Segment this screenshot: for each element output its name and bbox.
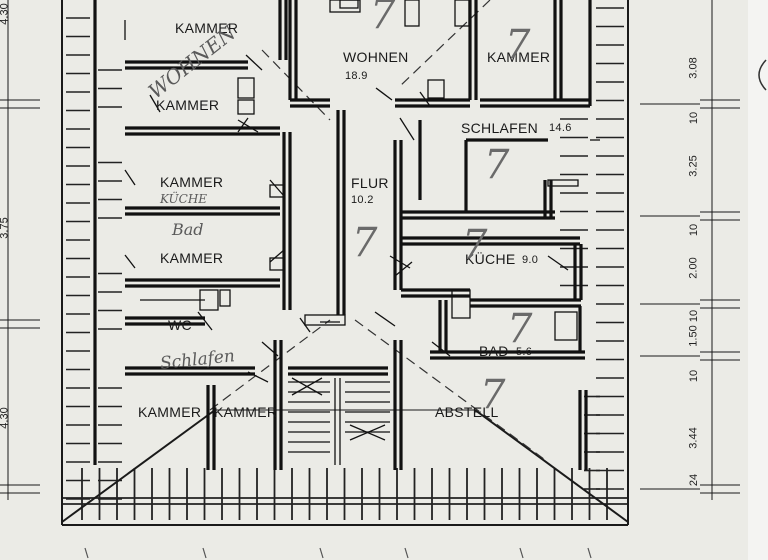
room-label-kammer-1: KAMMER: [175, 20, 239, 36]
left-roof-hatching: [66, 17, 122, 500]
dimension-left-2: 3.75: [0, 217, 11, 239]
room-label-wc: WC: [168, 317, 192, 333]
dimension-right-2: 10: [688, 111, 701, 125]
dimension-right-7: 1.50: [687, 325, 700, 347]
room-area-schlafen: 14.6: [549, 122, 572, 134]
pencil-mark-4: 7: [352, 220, 378, 266]
dimension-right-6: 10: [688, 309, 701, 323]
dimension-left-1: 4.30: [0, 3, 11, 25]
room-area-wohnen: 18.9: [345, 70, 368, 82]
room-label-bad-right: BAD: [479, 343, 509, 359]
room-area-flur: 10.2: [351, 194, 374, 206]
handwritten-note-bad: Bad: [172, 220, 204, 239]
pencil-mark-2: 7: [505, 22, 531, 68]
bottom-margin-marks: [84, 547, 592, 559]
room-area-bad-right: 5.6: [516, 346, 533, 358]
dimension-lines: [0, 0, 740, 500]
room-label-kammer-4: KAMMER: [160, 250, 224, 266]
walls: [93, 0, 592, 470]
dimension-right-10: 24: [688, 473, 701, 487]
room-label-kammer-7: KAMMER: [487, 49, 551, 65]
handwritten-note-kueche: KÜCHE: [160, 192, 208, 206]
room-label-schlafen: SCHLAFEN: [461, 120, 539, 136]
room-label-kammer-2: KAMMER: [156, 97, 220, 113]
pencil-mark-3: 7: [484, 142, 510, 188]
page-edge-arc: [758, 59, 767, 91]
pencil-mark-5: 7: [462, 222, 488, 268]
room-label-flur: FLUR: [351, 175, 389, 191]
dimension-right-1: 3.08: [687, 57, 700, 79]
room-label-kammer-5: KAMMER: [138, 404, 202, 420]
pencil-mark-6: 7: [507, 306, 533, 352]
dimension-right-8: 10: [688, 369, 701, 383]
right-roof-hatching: [560, 7, 624, 490]
pencil-mark-7: 7: [480, 372, 506, 418]
room-label-kueche: KÜCHE: [465, 251, 516, 267]
bottom-rafters: [62, 468, 628, 520]
dimension-right-5: 2.00: [687, 257, 700, 279]
dimension-right-3: 3.25: [687, 155, 700, 177]
wall-details: [124, 0, 600, 465]
dimension-right-4: 10: [688, 223, 701, 237]
room-label-wohnen: WOHNEN: [343, 49, 409, 65]
dimension-right-9: 3.44: [687, 427, 700, 449]
room-area-kueche: 9.0: [522, 254, 539, 266]
dimension-left-3: 4.30: [0, 407, 11, 429]
room-label-abstell: ABSTELL: [435, 404, 499, 420]
pencil-mark-1: 7: [370, 0, 396, 38]
roof-outline: [61, 0, 629, 526]
room-label-kammer-3: KAMMER: [160, 174, 224, 190]
room-label-kammer-6: KAMMER: [214, 404, 278, 420]
